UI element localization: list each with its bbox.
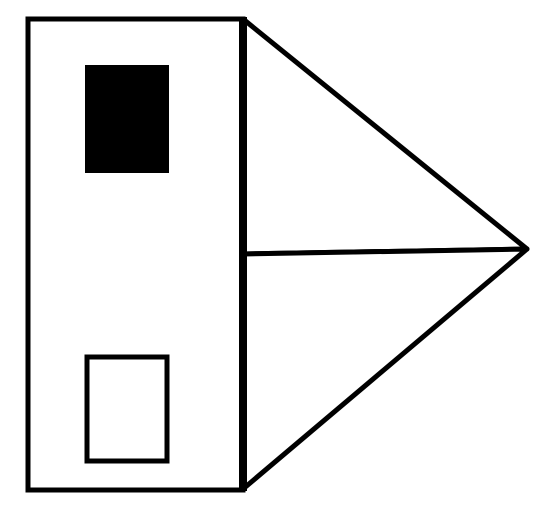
- filled-square: [85, 65, 169, 173]
- triangle-lower: [240, 246, 530, 492]
- triangle-upper: [240, 16, 530, 257]
- hollow-square: [84, 354, 170, 464]
